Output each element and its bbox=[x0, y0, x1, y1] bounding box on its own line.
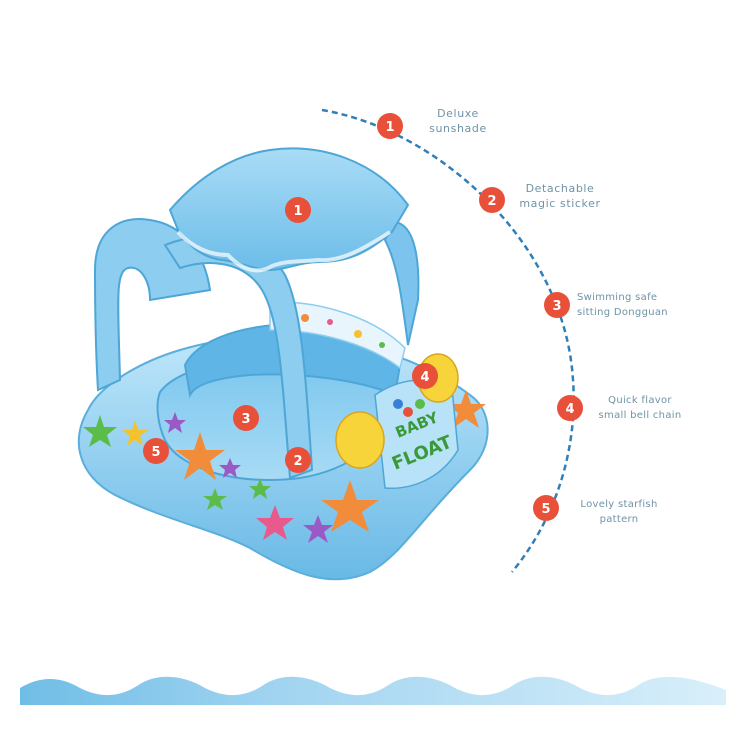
bell-bead-red bbox=[403, 407, 413, 417]
feature-3-line2: sitting Dongguan bbox=[577, 307, 668, 318]
product-badge-5: 5 bbox=[143, 438, 169, 464]
feature-label-2: Detachable magic sticker bbox=[510, 181, 610, 211]
svg-text:5: 5 bbox=[151, 445, 160, 460]
starfish-pattern bbox=[83, 390, 486, 543]
svg-text:4: 4 bbox=[565, 402, 574, 417]
arc-badge-1: 1 bbox=[377, 113, 403, 139]
feature-label-5: Lovely starfish pattern bbox=[569, 497, 669, 527]
canopy-scallop-edge bbox=[176, 230, 392, 273]
product-badge-1: 1 bbox=[285, 197, 311, 223]
feature-2-line2: magic sticker bbox=[519, 197, 601, 210]
svg-text:4: 4 bbox=[420, 370, 429, 385]
bottom-wave-decoration bbox=[20, 676, 726, 705]
svg-text:3: 3 bbox=[241, 412, 250, 427]
arc-badge-5: 5 bbox=[533, 495, 559, 521]
arc-badge-2: 2 bbox=[479, 187, 505, 213]
svg-text:1: 1 bbox=[385, 120, 394, 135]
bell-bead-blue bbox=[393, 399, 403, 409]
feature-1-line2: sunshade bbox=[429, 122, 487, 135]
svg-text:1: 1 bbox=[293, 204, 302, 219]
arc-badge-3: 3 bbox=[544, 292, 570, 318]
shell-toy-yellow bbox=[335, 411, 385, 469]
feature-label-3: Swimming safe sitting Dongguan bbox=[577, 290, 687, 320]
feature-3-line1: Swimming safe bbox=[577, 292, 658, 303]
feature-4-line1: Quick flavor bbox=[608, 395, 672, 406]
svg-text:2: 2 bbox=[487, 194, 496, 209]
arch-back-pole bbox=[383, 220, 420, 346]
canopy-back-stars bbox=[301, 314, 385, 348]
feature-2-line1: Detachable bbox=[525, 182, 595, 195]
product-badge-3: 3 bbox=[233, 405, 259, 431]
feature-label-4: Quick flavor small bell chain bbox=[590, 393, 690, 423]
product-badge-4: 4 bbox=[412, 363, 438, 389]
feature-5-line2: pattern bbox=[599, 514, 639, 525]
svg-text:3: 3 bbox=[552, 299, 561, 314]
svg-text:5: 5 bbox=[541, 502, 550, 517]
svg-text:2: 2 bbox=[293, 454, 302, 469]
product-badge-2: 2 bbox=[285, 447, 311, 473]
arc-badge-4: 4 bbox=[557, 395, 583, 421]
feature-1-line1: Deluxe bbox=[437, 107, 479, 120]
feature-4-line2: small bell chain bbox=[598, 410, 682, 421]
bell-bead-green bbox=[415, 399, 425, 409]
feature-5-line1: Lovely starfish bbox=[580, 499, 658, 510]
feature-label-1: Deluxe sunshade bbox=[412, 106, 504, 136]
